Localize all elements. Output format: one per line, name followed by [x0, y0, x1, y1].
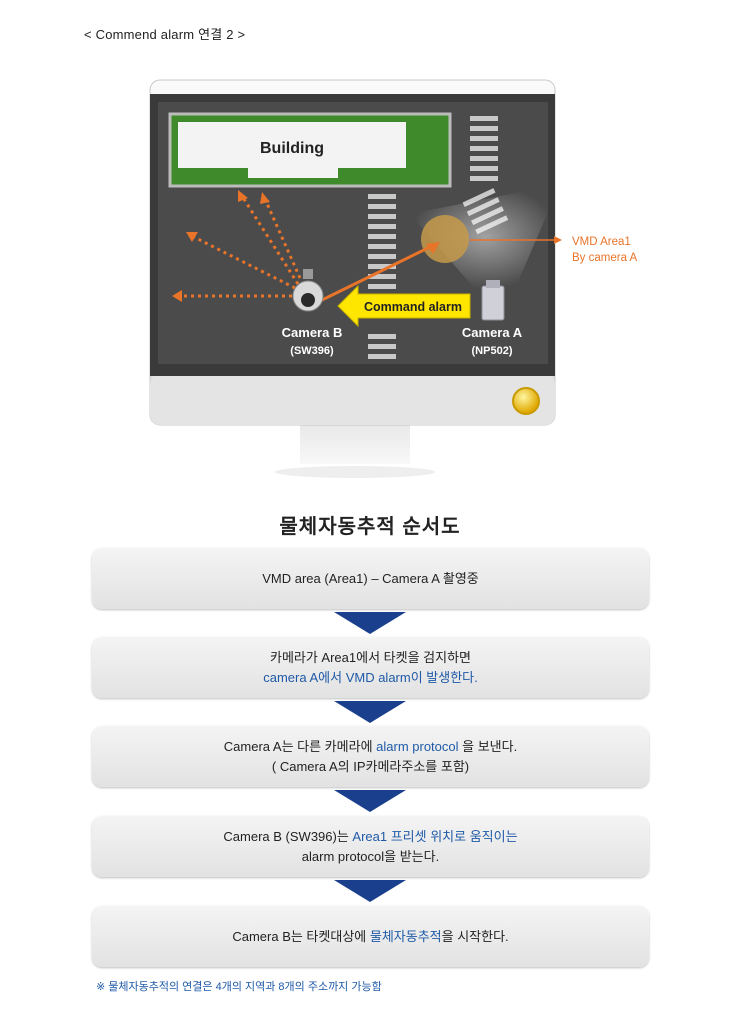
footnote: ※ 물체자동추적의 연결은 4개의 지역과 8개의 주소까지 가능함	[96, 978, 382, 994]
vmd-callout-line2: By camera A	[572, 250, 637, 266]
flow-step-3-line2: ( Camera A의 IP카메라주소를 포함)	[272, 757, 469, 777]
page-title: < Commend alarm 연결 2 >	[84, 24, 245, 43]
flow-step-4-line1: Camera B (SW396)는 Area1 프리셋 위치로 움직이는	[223, 827, 517, 847]
monitor-chin	[150, 374, 555, 425]
flow-step-5: Camera B는 타켓대상에 물체자동추적을 시작한다.	[92, 906, 649, 967]
camera-a-name: Camera A	[462, 325, 523, 340]
vmd-callout: VMD Area1 By camera A	[572, 234, 637, 266]
flow-step-4-text-a: Camera B (SW396)는	[223, 829, 352, 844]
flow-step-5-highlight: 물체자동추적	[370, 929, 442, 944]
command-alarm-label: Command alarm	[364, 300, 462, 314]
flow-step-4-highlight: Area1 프리셋 위치로 움직이는	[352, 829, 517, 844]
flow-step-1-text: VMD area (Area1) – Camera A 촬영중	[262, 569, 479, 589]
camera-b-name: Camera B	[282, 325, 343, 340]
camera-b-model: (SW396)	[290, 345, 334, 357]
flow-step-2-line2: camera A에서 VMD alarm이 발생한다.	[263, 668, 477, 688]
flow-step-1: VMD area (Area1) – Camera A 촬영중	[92, 548, 649, 609]
power-button-icon	[513, 388, 539, 414]
down-arrow-icon	[334, 612, 406, 634]
flow-step-2-line1: 카메라가 Area1에서 타켓을 검지하면	[270, 648, 471, 668]
camera-a-icon	[482, 280, 504, 320]
flow-title: 물체자동추적 순서도	[0, 510, 740, 539]
flow-step-2: 카메라가 Area1에서 타켓을 검지하면 camera A에서 VMD ala…	[92, 637, 649, 698]
vmd-area1-marker	[421, 215, 469, 263]
flow-step-3: Camera A는 다른 카메라에 alarm protocol 을 보낸다. …	[92, 726, 649, 787]
flow-step-5-text-c: 을 시작한다.	[442, 929, 509, 944]
flow-step-4: Camera B (SW396)는 Area1 프리셋 위치로 움직이는 ala…	[92, 816, 649, 877]
monitor-stand	[300, 424, 410, 464]
monitor-svg: Building	[140, 74, 570, 484]
vmd-callout-arrow	[554, 236, 562, 244]
flow-step-5-line1: Camera B는 타켓대상에 물체자동추적을 시작한다.	[232, 927, 508, 947]
flow-step-3-line1: Camera A는 다른 카메라에 alarm protocol 을 보낸다.	[224, 737, 517, 757]
building-annex	[248, 168, 338, 178]
flow-step-5-text-a: Camera B는 타켓대상에	[232, 929, 370, 944]
monitor-illustration: Building	[140, 74, 570, 484]
flow-step-3-text-a: Camera A는 다른 카메라에	[224, 739, 376, 754]
camera-a-model: (NP502)	[472, 345, 513, 357]
building-label: Building	[260, 140, 324, 157]
vmd-callout-line1: VMD Area1	[572, 234, 637, 250]
monitor-base	[275, 466, 435, 478]
down-arrow-icon	[334, 880, 406, 902]
down-arrow-icon	[334, 790, 406, 812]
flow-step-4-line2: alarm protocol을 받는다.	[302, 847, 439, 867]
flow-step-3-highlight: alarm protocol	[376, 739, 458, 754]
flow-step-3-text-c: 을 보낸다.	[459, 739, 518, 754]
down-arrow-icon	[334, 701, 406, 723]
